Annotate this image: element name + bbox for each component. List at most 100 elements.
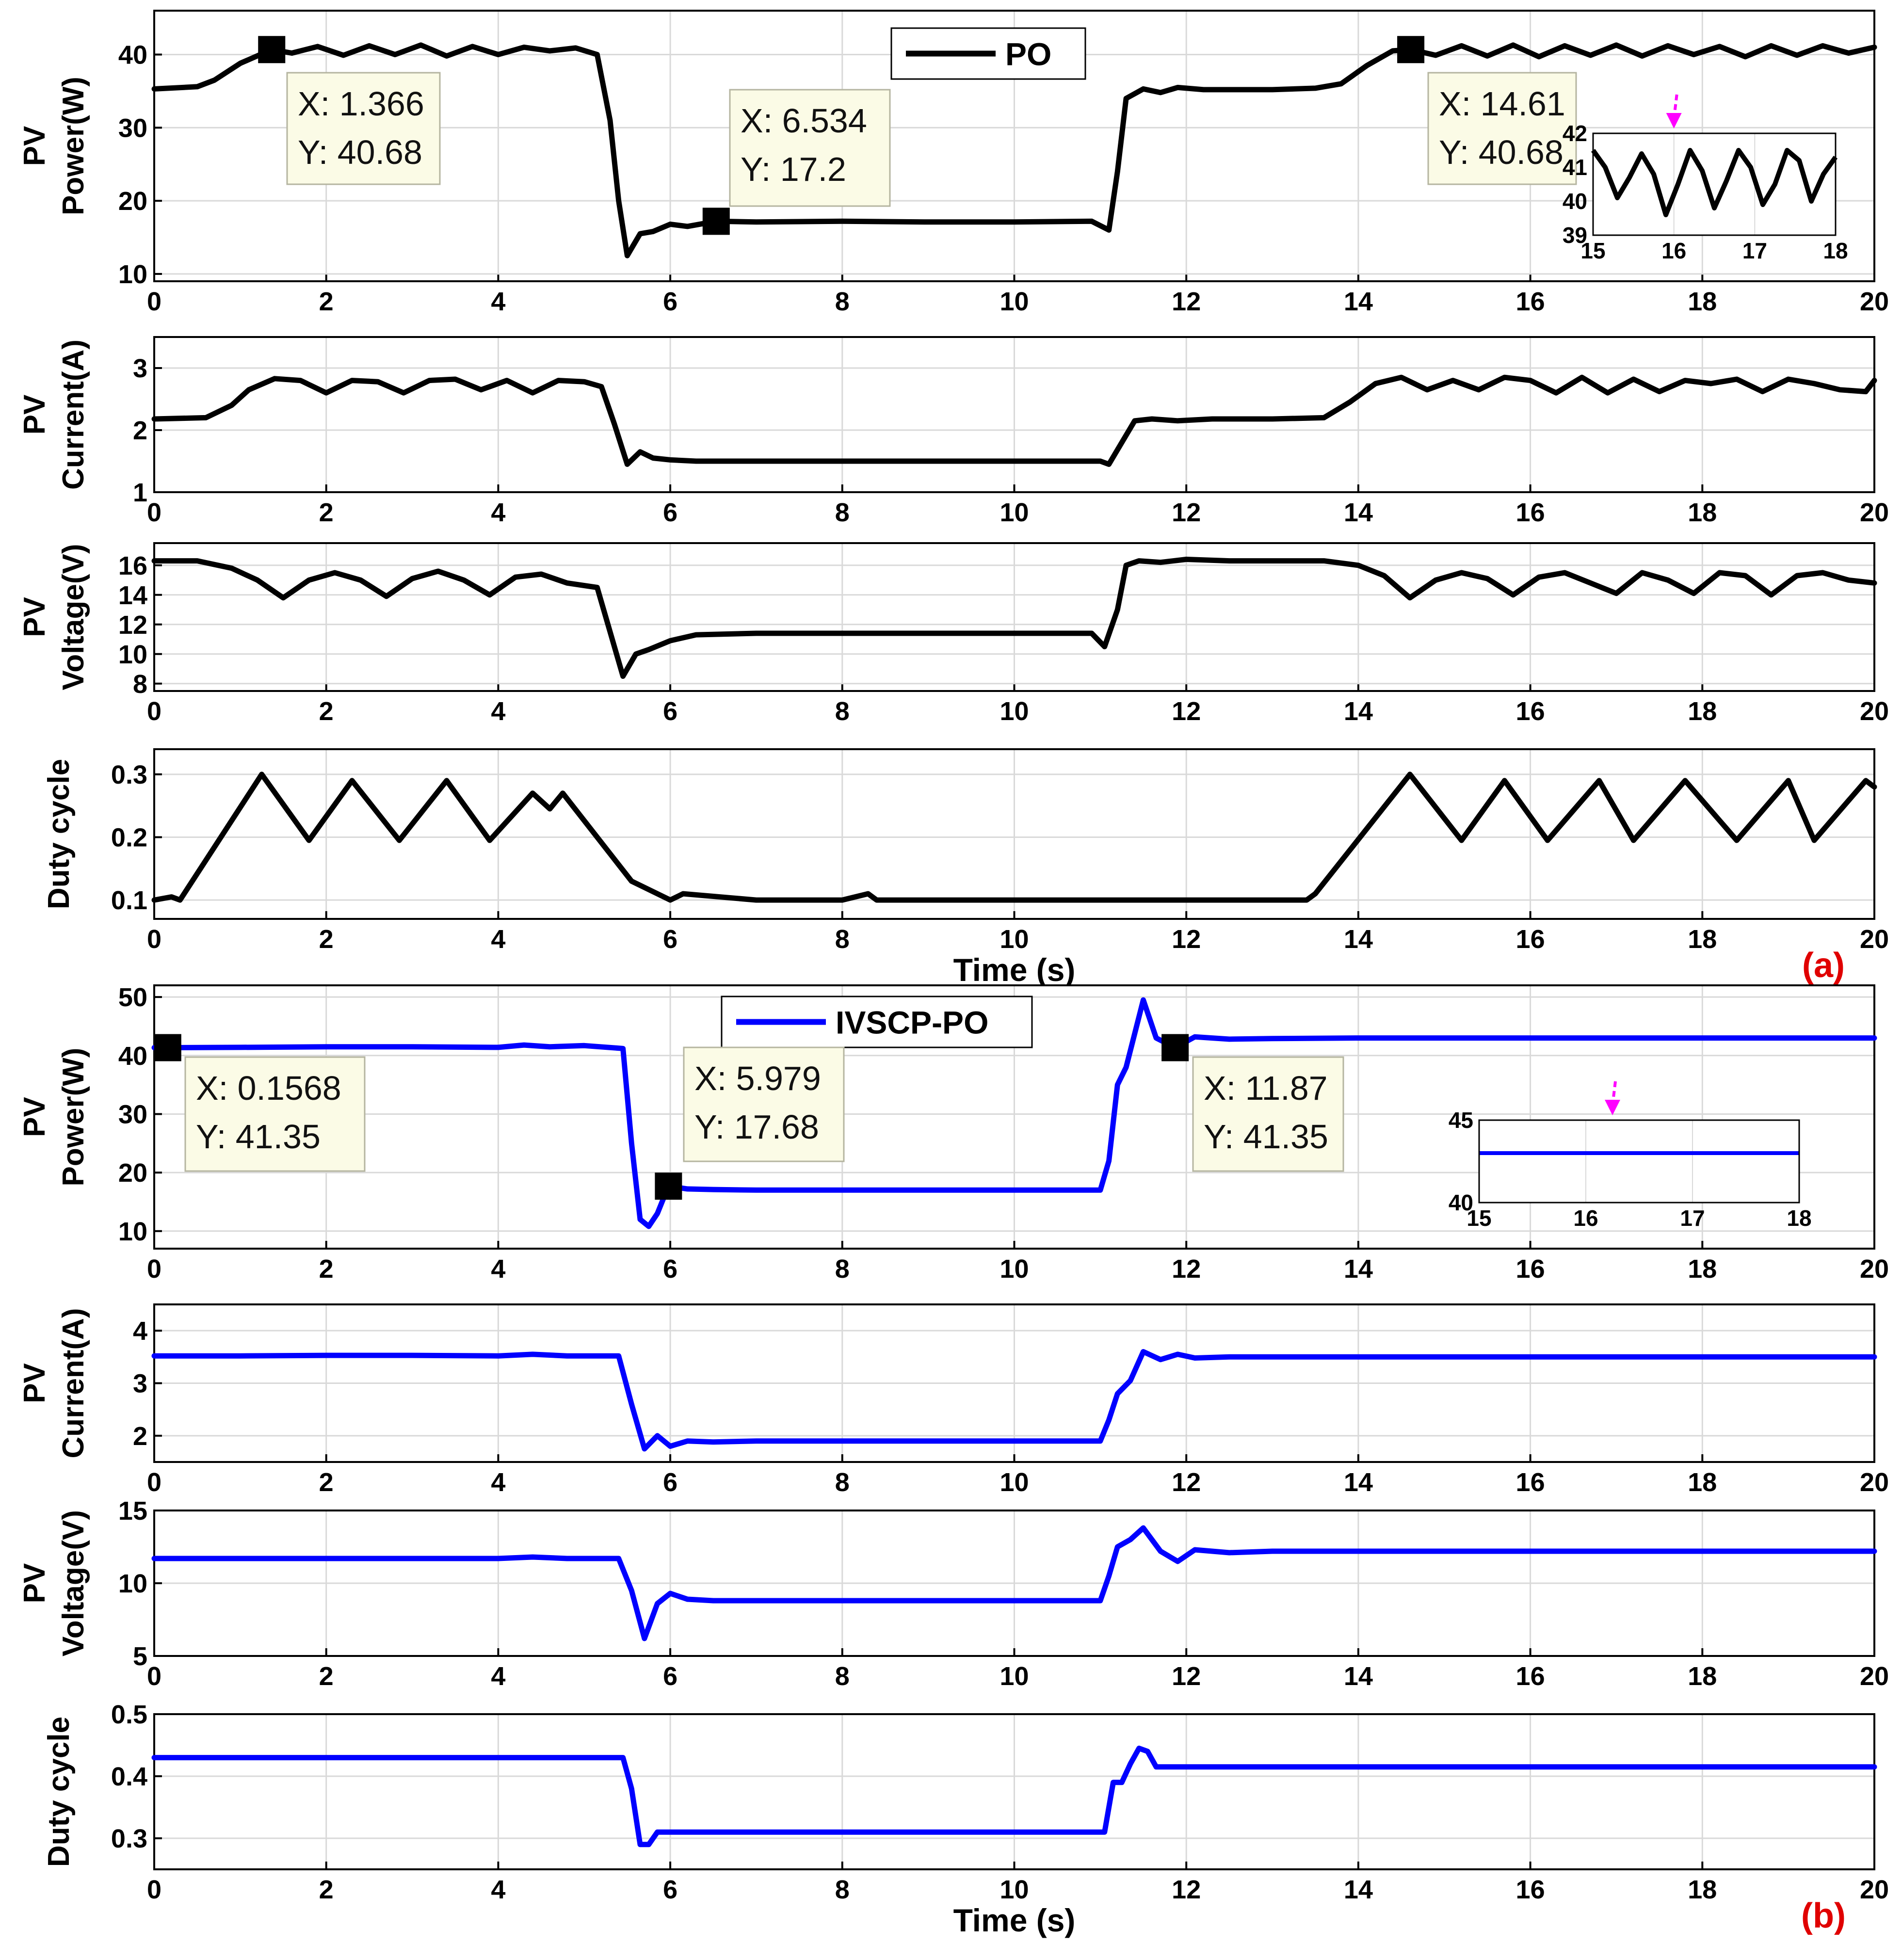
inset-x-tick-label: 16 (1661, 238, 1686, 263)
y-tick-label: 20 (118, 1158, 147, 1188)
y-axis-label: Duty cycle (42, 1717, 76, 1867)
y-tick-label: 1 (133, 478, 147, 507)
y-tick-label: 0.3 (111, 1824, 147, 1853)
x-tick-label: 16 (1516, 697, 1545, 726)
x-tick-label: 0 (147, 1254, 161, 1284)
x-tick-label: 20 (1860, 697, 1889, 726)
series-line-po (151, 557, 1877, 679)
x-tick-label: 20 (1860, 1662, 1889, 1691)
x-tick-label: 16 (1516, 925, 1545, 954)
x-tick-label: 0 (147, 1875, 161, 1904)
plot-frame (153, 542, 1875, 692)
x-tick-label: 10 (999, 287, 1029, 316)
y-axis-label-line2: Voltage(V) (57, 1510, 90, 1656)
x-tick-label: 20 (1860, 287, 1889, 316)
y-axis-label-line2: Power(W) (57, 77, 90, 215)
x-tick-label: 0 (147, 498, 161, 527)
x-tick-label: 14 (1344, 1468, 1373, 1497)
y-tick-label: 10 (118, 1569, 147, 1598)
y-axis-label-line2: Current(A) (57, 339, 90, 490)
x-tick-label: 4 (491, 1254, 505, 1284)
x-tick-label: 14 (1344, 1875, 1373, 1904)
x-tick-label: 16 (1516, 1468, 1545, 1497)
x-tick-label: 14 (1344, 925, 1373, 954)
x-tick-label: 18 (1688, 925, 1717, 954)
plot-frame (153, 1303, 1875, 1463)
datatip-box (286, 72, 441, 185)
x-tick-label: 2 (319, 1254, 334, 1284)
x-tick-label: 4 (491, 1468, 505, 1497)
datatip-x-value: X: 6.534 (741, 102, 867, 140)
x-tick-label: 8 (835, 1468, 850, 1497)
x-tick-label: 16 (1516, 498, 1545, 527)
x-tick-label: 0 (147, 1662, 161, 1691)
x-tick-label: 8 (835, 697, 850, 726)
series-line-po (151, 374, 1877, 467)
x-tick-label: 2 (319, 287, 334, 316)
series-line-ivscp-po (151, 1525, 1877, 1641)
plot-frame (153, 984, 1875, 1250)
x-tick-label: 18 (1688, 697, 1717, 726)
x-tick-label: 8 (835, 1875, 850, 1904)
x-tick-label: 18 (1688, 1254, 1717, 1284)
inset-area (1593, 133, 1836, 235)
x-tick-label: 10 (999, 498, 1029, 527)
inset-x-tick-label: 18 (1787, 1205, 1811, 1231)
y-tick-label: 3 (133, 354, 147, 383)
datatip-x-value: X: 5.979 (694, 1060, 821, 1097)
y-axis-label-line1: PV (18, 1363, 51, 1403)
x-tick-label: 6 (663, 498, 677, 527)
y-tick-label: 4 (133, 1317, 147, 1346)
x-tick-label: 16 (1516, 1254, 1545, 1284)
x-tick-label: 14 (1344, 1662, 1373, 1691)
x-axis-label: Time (s) (953, 1902, 1076, 1938)
y-axis-label-line1: PV (18, 395, 51, 435)
x-tick-label: 4 (491, 1875, 505, 1904)
y-tick-label: 2 (133, 416, 147, 445)
x-tick-label: 12 (1172, 697, 1201, 726)
panel-label: (a) (1802, 946, 1845, 985)
x-tick-label: 2 (319, 1875, 334, 1904)
datatip-marker (154, 1034, 181, 1061)
inset-x-tick-label: 17 (1680, 1205, 1705, 1231)
plot-frame (153, 336, 1875, 493)
datatip-y-value: Y: 41.35 (196, 1118, 321, 1156)
x-tick-label: 12 (1172, 1468, 1201, 1497)
series-line-po (151, 42, 1877, 258)
x-tick-label: 10 (999, 925, 1029, 954)
plot-frame (153, 1713, 1875, 1870)
x-tick-label: 12 (1172, 925, 1201, 954)
x-tick-label: 12 (1172, 498, 1201, 527)
x-tick-label: 2 (319, 1662, 334, 1691)
y-tick-label: 0.1 (111, 886, 147, 915)
x-axis-label: Time (s) (953, 952, 1076, 988)
datatip-box (1192, 1056, 1344, 1172)
y-axis-label-line2: Power(W) (57, 1048, 90, 1187)
datatip-x-value: X: 1.366 (298, 85, 424, 123)
series-line-ivscp-po (151, 1745, 1877, 1848)
x-tick-label: 0 (147, 1468, 161, 1497)
x-tick-label: 18 (1688, 1662, 1717, 1691)
x-tick-label: 12 (1172, 1662, 1201, 1691)
datatip-y-value: Y: 41.35 (1204, 1118, 1328, 1156)
plot-frame (153, 748, 1875, 920)
x-tick-label: 20 (1860, 498, 1889, 527)
x-tick-label: 2 (319, 925, 334, 954)
y-tick-label: 20 (118, 187, 147, 216)
y-tick-label: 50 (118, 983, 147, 1012)
x-tick-label: 0 (147, 287, 161, 316)
x-tick-label: 18 (1688, 1875, 1717, 1904)
y-axis-label: Duty cycle (42, 759, 76, 909)
x-tick-label: 8 (835, 925, 850, 954)
x-tick-label: 10 (999, 1254, 1029, 1284)
x-tick-label: 2 (319, 697, 334, 726)
x-tick-label: 8 (835, 287, 850, 316)
